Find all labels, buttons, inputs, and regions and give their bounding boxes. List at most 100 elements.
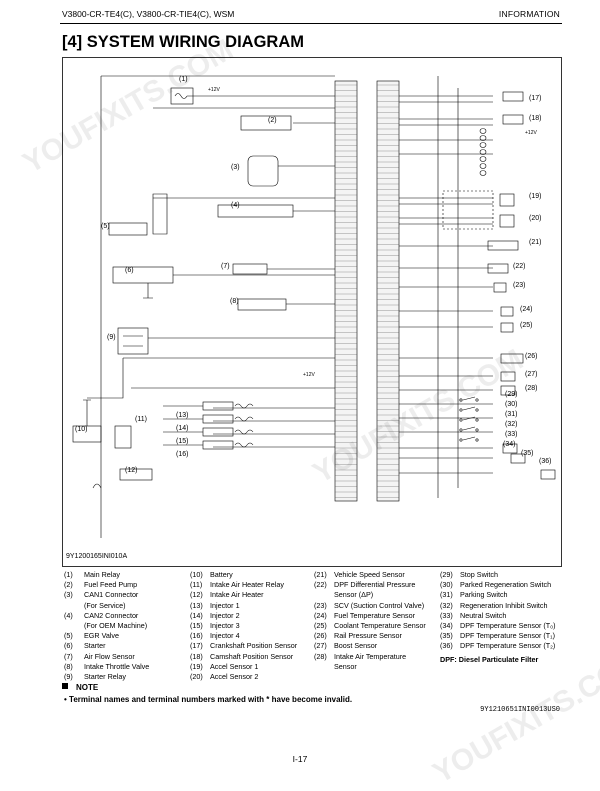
- legend-item: (21)Vehicle Speed Sensor: [314, 570, 426, 580]
- legend-item: (5)EGR Valve: [64, 631, 149, 641]
- callout-label: (31): [505, 411, 517, 418]
- callout-label: (19): [529, 193, 541, 200]
- watermark: YOUFIXITS.COM: [427, 643, 600, 791]
- legend-item-number: (24): [314, 610, 327, 620]
- legend-item: (34)DPF Temperature Sensor (T₀): [440, 621, 556, 631]
- legend-item-number: (6): [64, 641, 73, 651]
- legend-item-number: (1): [64, 570, 73, 579]
- legend-item: (16)Injector 4: [190, 631, 297, 641]
- legend-col-1: (1) Main Relay(2)Fuel Feed Pump(3) CAN1 Co…: [64, 570, 149, 682]
- legend-item: (23) SCV (Suction Control Valve): [314, 601, 426, 611]
- legend-item-number: (25): [314, 621, 327, 631]
- header-section: INFORMATION: [498, 9, 560, 19]
- legend-item-text: DPF Temperature Sensor (T₁): [460, 631, 555, 641]
- legend-item-number: (36): [440, 641, 453, 651]
- supply-label-2: +12V: [525, 130, 537, 136]
- legend-item: (30) Parked Regeneration Switch: [440, 580, 556, 590]
- dpf-note: DPF: Diesel Particulate Filter: [440, 654, 539, 664]
- callout-label: (2): [268, 117, 277, 124]
- legend-item-number: (16): [190, 631, 203, 641]
- legend-item-text: Starter: [84, 641, 106, 651]
- callout-label: (27): [525, 371, 537, 378]
- callout-label: (26): [525, 353, 537, 360]
- legend-col-3: (21)Vehicle Speed Sensor(22)DPF Differen…: [314, 570, 426, 672]
- legend-item-text: Regeneration Inhibit Switch: [460, 600, 548, 610]
- legend-item-text: Injector 3: [210, 621, 240, 631]
- legend-item: (20)Accel Sensor 2: [190, 672, 297, 682]
- legend-item: (6) Starter: [64, 641, 149, 651]
- supply-label-1: +12V: [208, 87, 220, 93]
- legend-item-text: Accel Sensor 2: [210, 672, 259, 682]
- legend-item-number: (35): [440, 631, 453, 641]
- legend-item: (9)Starter Relay: [64, 672, 149, 682]
- callout-label: (1): [179, 76, 188, 83]
- note-square-icon: [62, 683, 68, 689]
- legend-item: (19)Accel Sensor 1: [190, 662, 297, 672]
- legend-item-text: Parked Regeneration Switch: [460, 580, 552, 590]
- legend-item-number: (11): [190, 580, 203, 590]
- legend-item-text: Accel Sensor 1: [210, 661, 259, 671]
- header-models: V3800-CR-TE4(C), V3800-CR-TIE4(C), WSM: [62, 9, 235, 19]
- legend-item-number: (13): [190, 600, 203, 610]
- legend-item-number: (31): [440, 590, 453, 600]
- callout-label: (33): [505, 431, 517, 438]
- header-rule: [60, 23, 562, 24]
- callout-label: (20): [529, 215, 541, 222]
- legend-item: (1) Main Relay: [64, 570, 149, 580]
- legend-item-text: Stop Switch: [460, 570, 498, 579]
- legend-item-number: (28): [314, 651, 327, 661]
- legend-item-number: (14): [190, 610, 203, 620]
- callout-label: (29): [505, 391, 517, 398]
- callout-label: (22): [513, 263, 525, 270]
- callout-label: (7): [221, 263, 230, 270]
- callout-label: (35): [521, 450, 533, 457]
- legend-item-text: Fuel Temperature Sensor: [334, 610, 415, 620]
- legend-item-number: (34): [440, 621, 453, 631]
- legend-item: (4)CAN2 Connector: [64, 611, 149, 621]
- legend-item-continuation: (For Service): [84, 600, 126, 610]
- callout-label: (14): [176, 425, 188, 432]
- legend-item-number: (27): [314, 641, 327, 651]
- legend-item-text: CAN2 Connector: [84, 610, 139, 620]
- legend-item: (29)Stop Switch: [440, 570, 556, 580]
- legend-item: (8) Intake Throttle Valve: [64, 662, 149, 672]
- wiring-diagram-frame: (1)(2)(3)(4)(5)(6)(7)(8)(9)(10)(11)(12)(…: [62, 57, 562, 567]
- legend-item-number: (21): [314, 570, 327, 579]
- legend-item: (22)DPF Differential Pressure: [314, 580, 426, 590]
- legend-item-text: Intake Air Heater: [210, 590, 264, 600]
- legend-item: (18)Camshaft Position Sensor: [190, 652, 297, 662]
- page-title: [4] SYSTEM WIRING DIAGRAM: [62, 33, 304, 51]
- legend-col-2: (10)Battery(11)Intake Air Heater Relay(1…: [190, 570, 297, 682]
- legend-item-text: DPF Temperature Sensor (T₂): [460, 641, 556, 651]
- callout-label: (18): [529, 115, 541, 122]
- callout-label: (13): [176, 412, 188, 419]
- callout-label: (17): [529, 95, 541, 102]
- legend-item: (17)Crankshaft Position Sensor: [190, 641, 297, 651]
- legend-item-number: (3): [64, 590, 73, 600]
- legend-item: (3) CAN1 Connector: [64, 590, 149, 600]
- legend-item-text: CAN1 Connector: [84, 590, 139, 600]
- legend-item-text: Fuel Feed Pump: [84, 580, 138, 590]
- legend-item-number: (8): [64, 661, 73, 671]
- wiring-diagram: (1)(2)(3)(4)(5)(6)(7)(8)(9)(10)(11)(12)(…: [72, 75, 556, 538]
- legend-item-number: (23): [314, 600, 327, 610]
- legend-item-number: (32): [440, 600, 453, 610]
- legend-item-text: Intake Throttle Valve: [84, 661, 150, 671]
- legend-item-text: Rail Pressure Sensor: [334, 631, 402, 641]
- legend-item: (35) DPF Temperature Sensor (T₁): [440, 631, 556, 641]
- legend-item-text: Parking Switch: [460, 590, 508, 600]
- legend-item-continuation: (For OEM Machine): [84, 621, 148, 631]
- callout-label: (30): [505, 401, 517, 408]
- callout-label: (5): [101, 223, 110, 230]
- legend-item-number: (7): [64, 651, 73, 661]
- legend-item-number: (30): [440, 580, 453, 590]
- legend-item: (25)Coolant Temperature Sensor: [314, 621, 426, 631]
- legend-item-text: Injector 2: [210, 610, 240, 620]
- note-text: • Terminal names and terminal numbers ma…: [64, 695, 353, 704]
- legend-item-text: Main Relay: [84, 570, 120, 579]
- callout-label: (36): [539, 458, 551, 465]
- legend-item: (2)Fuel Feed Pump: [64, 580, 149, 590]
- legend-item-text: SCV (Suction Control Valve): [334, 600, 425, 610]
- legend-item-number: (5): [64, 631, 73, 641]
- legend-item-text: Battery: [210, 570, 233, 579]
